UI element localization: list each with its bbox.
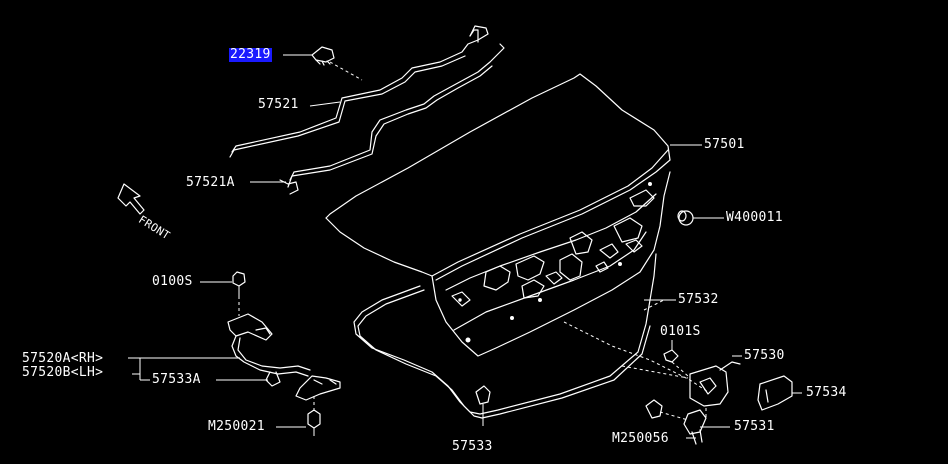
part-label-57534[interactable]: 57534 — [806, 385, 847, 400]
part-label-57520b[interactable]: 57520B<LH> — [22, 365, 104, 380]
cable-57521 — [229, 25, 489, 158]
part-label-22319[interactable]: 22319 — [229, 47, 272, 62]
part-label-m250021[interactable]: M250021 — [208, 419, 265, 434]
part-label-57501[interactable]: 57501 — [704, 137, 745, 152]
leader-lines — [128, 54, 802, 439]
part-label-w400011[interactable]: W400011 — [726, 210, 783, 225]
weatherstrip-57532 — [353, 253, 657, 419]
part-label-m250056[interactable]: M250056 — [612, 431, 669, 446]
part-label-57521[interactable]: 57521 — [258, 97, 299, 112]
part-label-57532[interactable]: 57532 — [678, 292, 719, 307]
part-label-57520a[interactable]: 57520A<RH> — [22, 351, 104, 366]
cable-57521A — [279, 43, 505, 195]
cover-57534 — [757, 375, 793, 411]
part-label-0100s[interactable]: 0100S — [152, 274, 193, 289]
part-label-57533[interactable]: 57533 — [452, 439, 493, 454]
part-label-0101s[interactable]: 0101S — [660, 324, 701, 339]
part-label-57533a[interactable]: 57533A — [152, 372, 201, 387]
lock-assembly — [645, 349, 741, 445]
grommet-w400011 — [677, 210, 694, 226]
bumper-57533 — [475, 385, 491, 426]
trunk-lid-57501 — [325, 73, 671, 357]
hinge-57520 — [227, 271, 341, 436]
clip-22319 — [311, 46, 335, 66]
part-label-57531[interactable]: 57531 — [734, 419, 775, 434]
part-label-57530[interactable]: 57530 — [744, 348, 785, 363]
front-arrow-icon — [117, 183, 145, 215]
part-label-57521a[interactable]: 57521A — [186, 175, 235, 190]
